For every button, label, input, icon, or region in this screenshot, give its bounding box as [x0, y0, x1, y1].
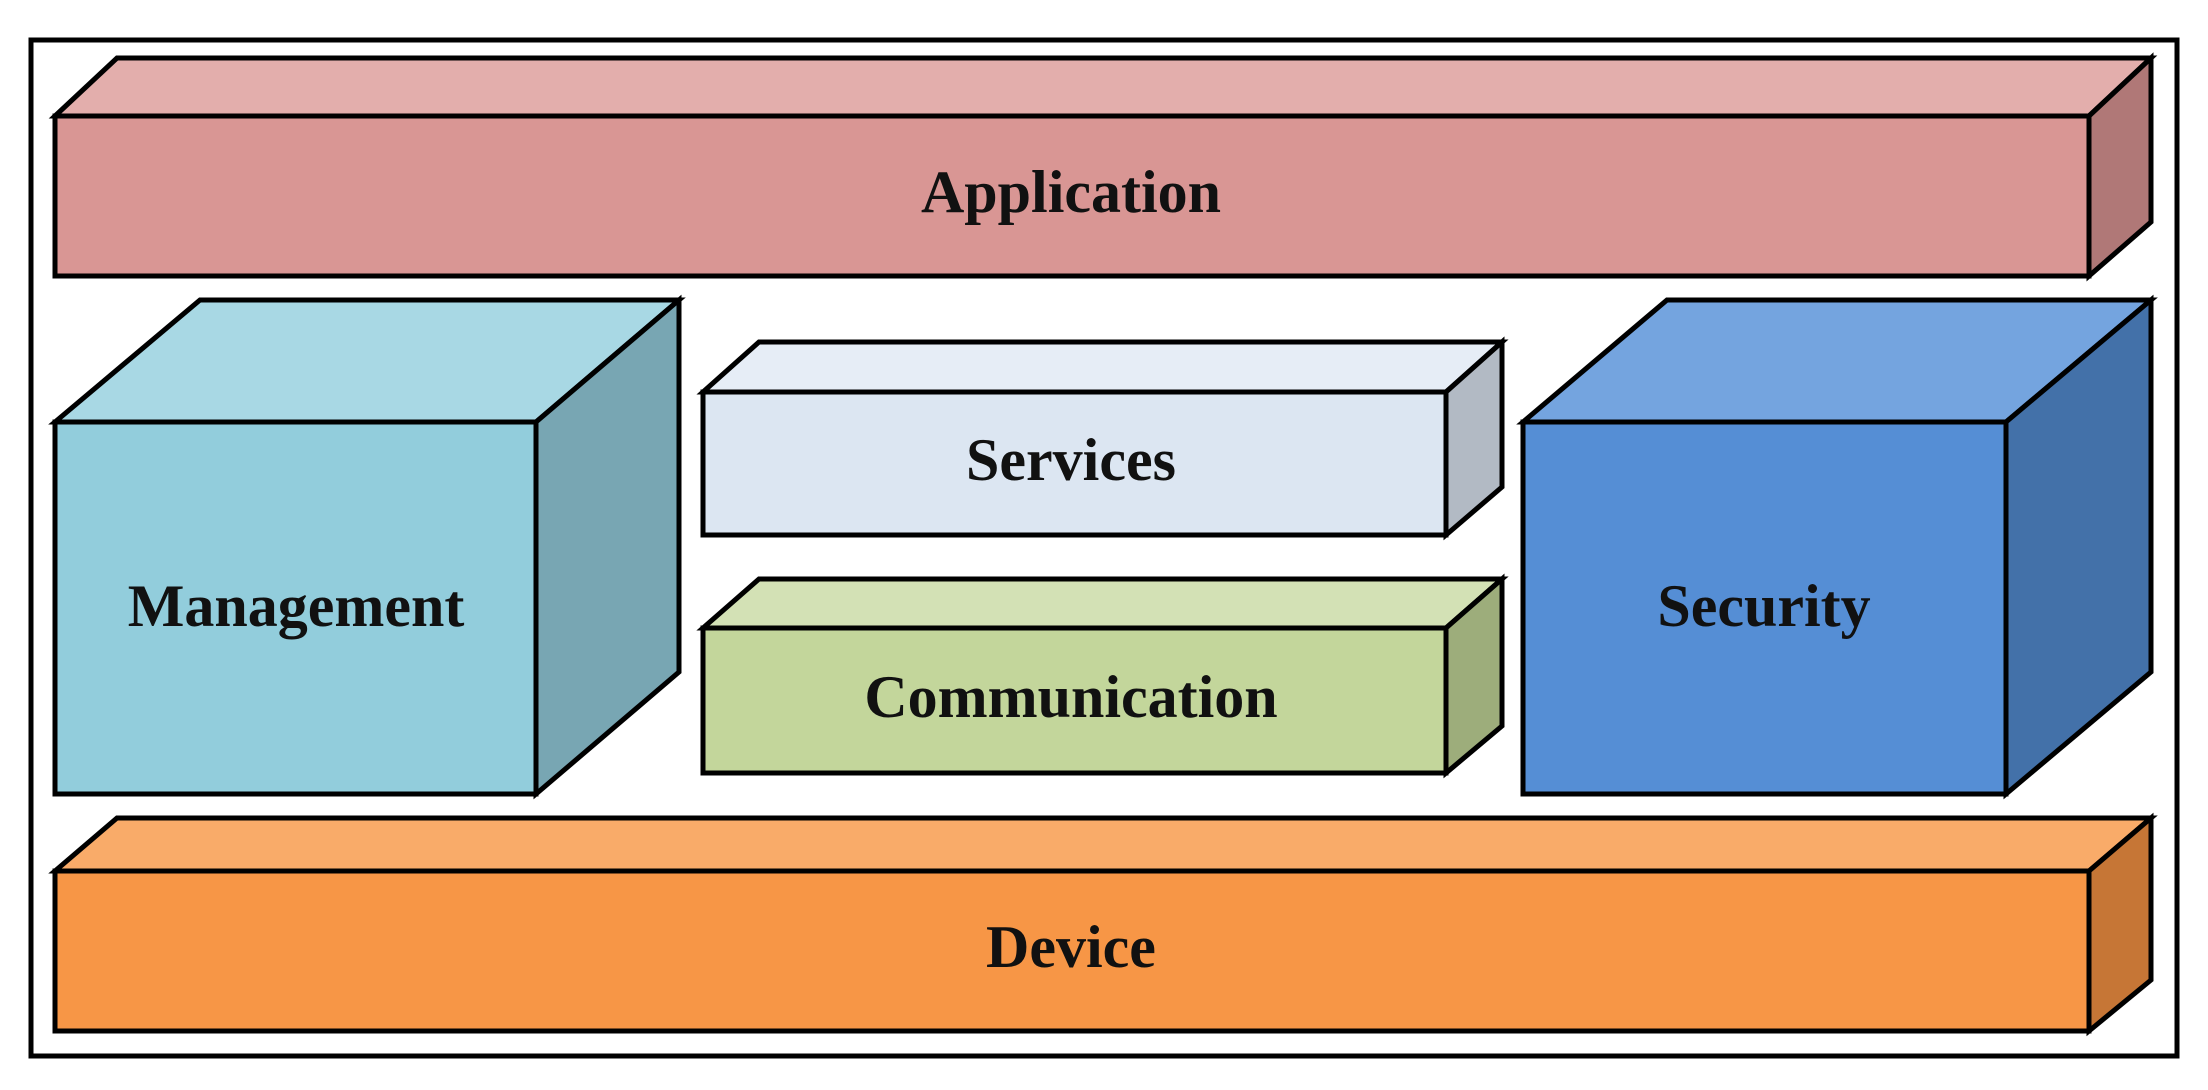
security-block: Security — [1516, 294, 2158, 800]
communication-label: Communication — [864, 664, 1277, 730]
application-label: Application — [921, 159, 1221, 225]
communication-block: Communication — [696, 573, 1509, 779]
device-label: Device — [986, 914, 1156, 980]
security-label: Security — [1657, 573, 1870, 639]
services-label: Services — [966, 427, 1176, 493]
management-block: Management — [48, 294, 686, 800]
services-block: Services — [696, 336, 1509, 541]
management-label: Management — [128, 573, 465, 639]
device-block: Device — [48, 812, 2158, 1037]
application-block: Application — [48, 52, 2158, 282]
